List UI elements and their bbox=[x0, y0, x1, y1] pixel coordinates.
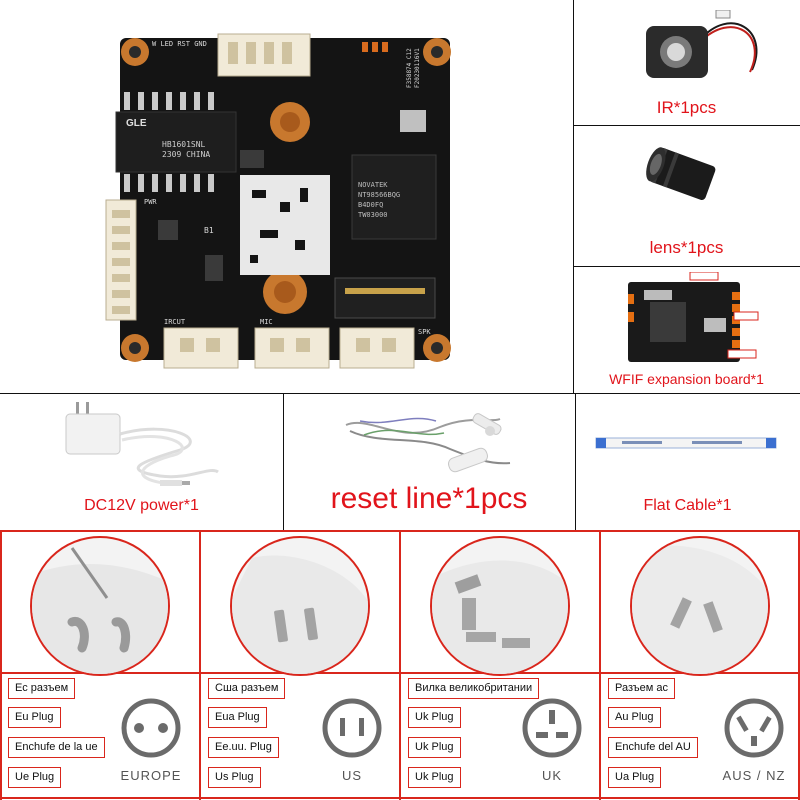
au-socket-icon bbox=[722, 696, 786, 760]
soc-line3: B4D0FQ bbox=[358, 201, 384, 209]
wifi-board-caption: WFIF expansion board*1 bbox=[609, 371, 764, 387]
au-plug-photo bbox=[630, 536, 770, 676]
socket-label: UK bbox=[541, 768, 563, 783]
silk-led: LED bbox=[160, 40, 174, 48]
silk-ircut: IRCUT bbox=[164, 318, 186, 326]
transformer-model: HB1601SNL bbox=[162, 140, 206, 149]
divider bbox=[573, 0, 574, 393]
divider bbox=[573, 125, 800, 126]
eu-plug-photo bbox=[30, 536, 170, 676]
flat-cable-photo bbox=[592, 432, 782, 456]
divider bbox=[283, 393, 284, 530]
uk-socket-icon bbox=[520, 696, 584, 760]
flat-cable-caption: Flat Cable*1 bbox=[643, 497, 732, 514]
silk-date: F20230116V1 bbox=[414, 48, 421, 88]
divider bbox=[575, 393, 576, 530]
transformer-brand: GLE bbox=[126, 118, 147, 129]
wifi-board-photo bbox=[620, 272, 760, 364]
reset-line-caption: reset line*1pcs bbox=[330, 482, 528, 515]
silk-w: W bbox=[152, 40, 157, 48]
soc-label: NOVATEK NT98566BQG B4D0FQ TW03000 bbox=[358, 180, 400, 220]
divider bbox=[573, 266, 800, 267]
silk-codes: F358874 C12 F20230116V1 bbox=[406, 48, 422, 88]
transformer-line2: 2309 CHINA bbox=[162, 150, 211, 159]
plug-frame-left bbox=[0, 530, 2, 800]
ir-cut-photo bbox=[640, 10, 770, 90]
lens-caption: lens*1pcs bbox=[649, 238, 724, 257]
plug-tag: Au Plug bbox=[608, 707, 661, 728]
us-plug-photo bbox=[230, 536, 370, 676]
plug-frame-sep bbox=[599, 530, 601, 800]
plug-tag: Ua Plug bbox=[608, 767, 662, 788]
plug-tag: Uk Plug bbox=[408, 737, 461, 758]
silk-spk: SPK bbox=[418, 328, 431, 336]
silk-code: F358874 C12 bbox=[406, 48, 413, 88]
socket-label: AUS / NZ bbox=[722, 768, 786, 783]
silk-mic: MIC bbox=[260, 318, 273, 326]
plug-tag: Eua Plug bbox=[208, 707, 267, 728]
divider bbox=[0, 393, 800, 394]
transformer-label: HB1601SNL 2309 CHINA bbox=[162, 140, 210, 160]
plug-tag: Eu Plug bbox=[8, 707, 61, 728]
lens-photo bbox=[640, 135, 730, 215]
plug-frame-sep bbox=[199, 530, 201, 800]
plug-tag: Uk Plug bbox=[408, 707, 461, 728]
soc-model: NT98566BQG bbox=[358, 191, 401, 199]
plug-tag: Us Plug bbox=[208, 767, 261, 788]
soc-brand: NOVATEK bbox=[358, 181, 388, 189]
silk-pins: W LED RST GND bbox=[152, 40, 207, 48]
ir-caption: IR*1pcs bbox=[656, 98, 717, 117]
uk-plug-photo bbox=[430, 536, 570, 676]
us-socket-icon bbox=[320, 696, 384, 760]
reset-line-photo bbox=[340, 405, 520, 485]
eu-socket-icon bbox=[119, 696, 183, 760]
plug-tag: Сша разъем bbox=[208, 678, 286, 699]
socket-label: EUROPE bbox=[120, 768, 182, 783]
camera-pcb-board: HB1601SNL 2309 CHINA GLE NOVATEK NT98566… bbox=[100, 30, 460, 370]
plug-tag: Uk Plug bbox=[408, 767, 461, 788]
plug-tag: Enchufe de la ue bbox=[8, 737, 105, 758]
plug-tag: Ue Plug bbox=[8, 767, 62, 788]
silk-rst: RST bbox=[177, 40, 190, 48]
plug-tag: Enchufe del AU bbox=[608, 737, 698, 758]
silk-b1: B1 bbox=[204, 226, 214, 235]
power-caption: DC12V power*1 bbox=[84, 497, 199, 514]
plug-tag: Ee.uu. Plug bbox=[208, 737, 279, 758]
plug-tag: Вилка великобритании bbox=[408, 678, 540, 699]
plug-frame-right bbox=[798, 530, 800, 800]
plug-frame-sep bbox=[399, 530, 401, 800]
soc-line4: TW03000 bbox=[358, 211, 388, 219]
power-adapter-photo bbox=[60, 400, 230, 490]
silk-pwr: PWR bbox=[144, 198, 157, 206]
socket-label: US bbox=[341, 768, 363, 783]
plug-tag: Ес разъем bbox=[8, 678, 76, 699]
silk-gnd: GND bbox=[194, 40, 207, 48]
plug-tag: Разъем ас bbox=[608, 678, 675, 699]
